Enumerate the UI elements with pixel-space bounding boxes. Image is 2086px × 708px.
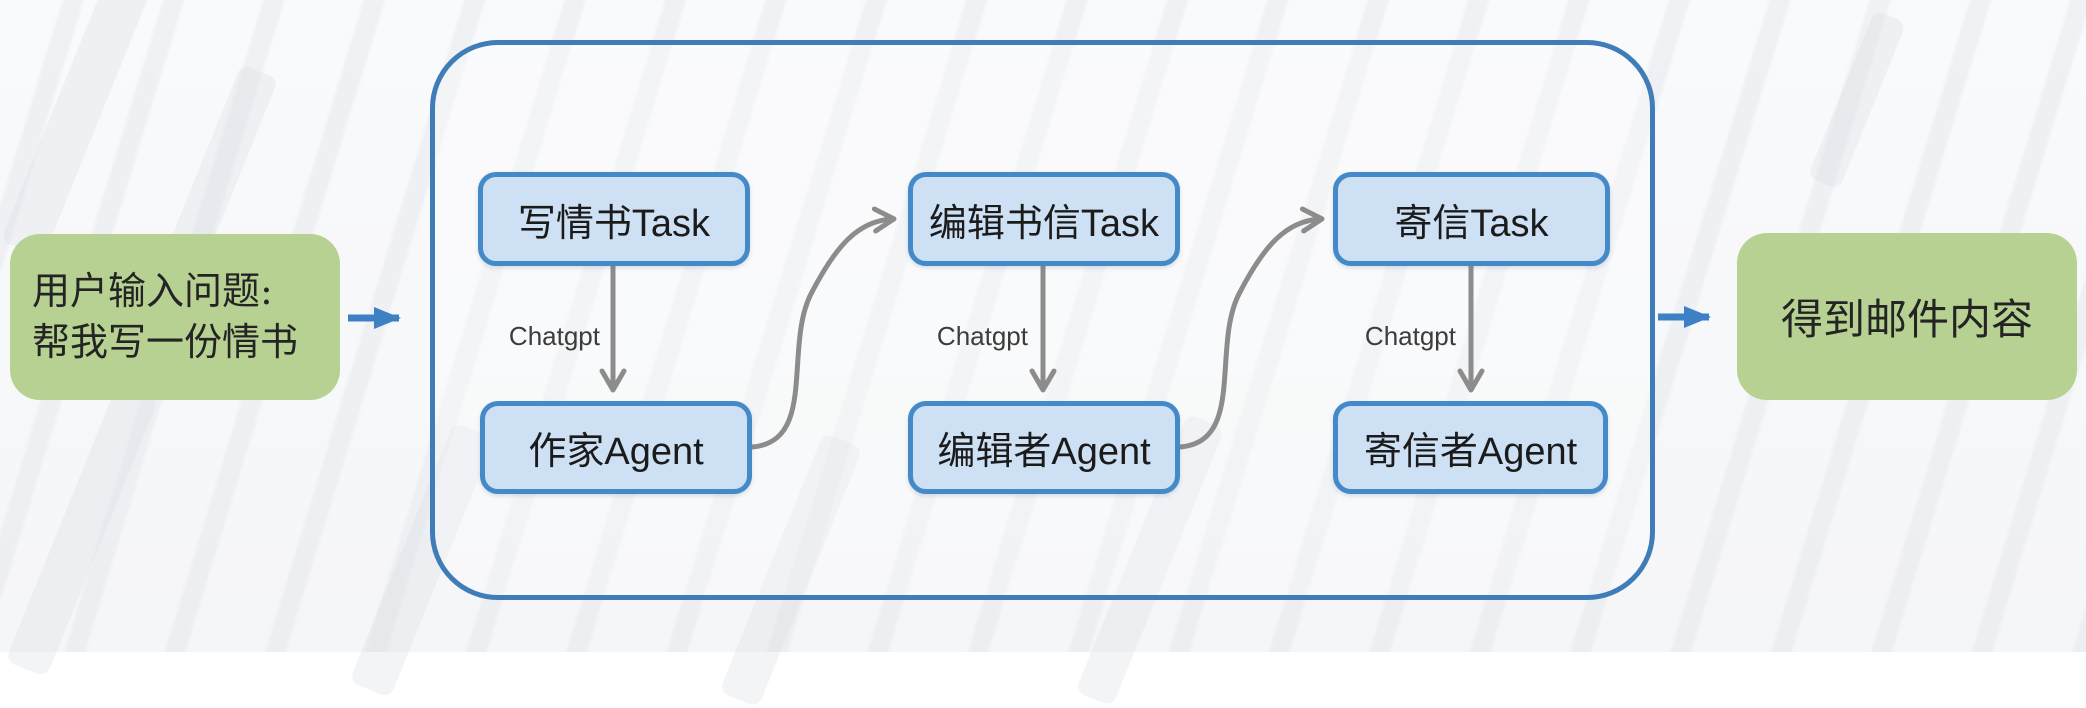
output-node-label: 得到邮件内容 (1780, 295, 2033, 344)
agent-node-writer: 作家Agent (480, 401, 752, 494)
task-node-label: 编辑书信Task (928, 202, 1160, 245)
input-node-line-2: 帮我写一份情书 (32, 320, 299, 364)
agent-to-task-curve-1 (749, 206, 897, 450)
agent-node-editor: 编辑者Agent (908, 401, 1180, 494)
agent-node-label: 编辑者Agent (937, 431, 1151, 473)
input-node-line-1: 用户输入问题: (32, 269, 273, 313)
task-node-write-letter: 写情书Task (478, 172, 750, 266)
task-node-edit-letter: 编辑书信Task (908, 172, 1180, 266)
agent-node-label: 寄信者Agent (1363, 431, 1578, 473)
connector-arrows (348, 206, 1711, 450)
input-node: 用户输入问题: 帮我写一份情书 (10, 234, 340, 400)
task-node-label: 寄信Task (1394, 202, 1549, 245)
output-node: 得到邮件内容 (1737, 233, 2077, 400)
llm-label: Chatgpt (936, 321, 1028, 351)
task-node-send-letter: 寄信Task (1333, 172, 1610, 266)
task-node-label: 写情书Task (517, 202, 711, 245)
agent-to-task-curve-2 (1177, 206, 1325, 450)
agent-node-label: 作家Agent (528, 431, 704, 473)
llm-label: Chatgpt (1364, 321, 1456, 351)
llm-label: Chatgpt (508, 321, 600, 351)
agent-node-sender: 寄信者Agent (1333, 401, 1608, 494)
